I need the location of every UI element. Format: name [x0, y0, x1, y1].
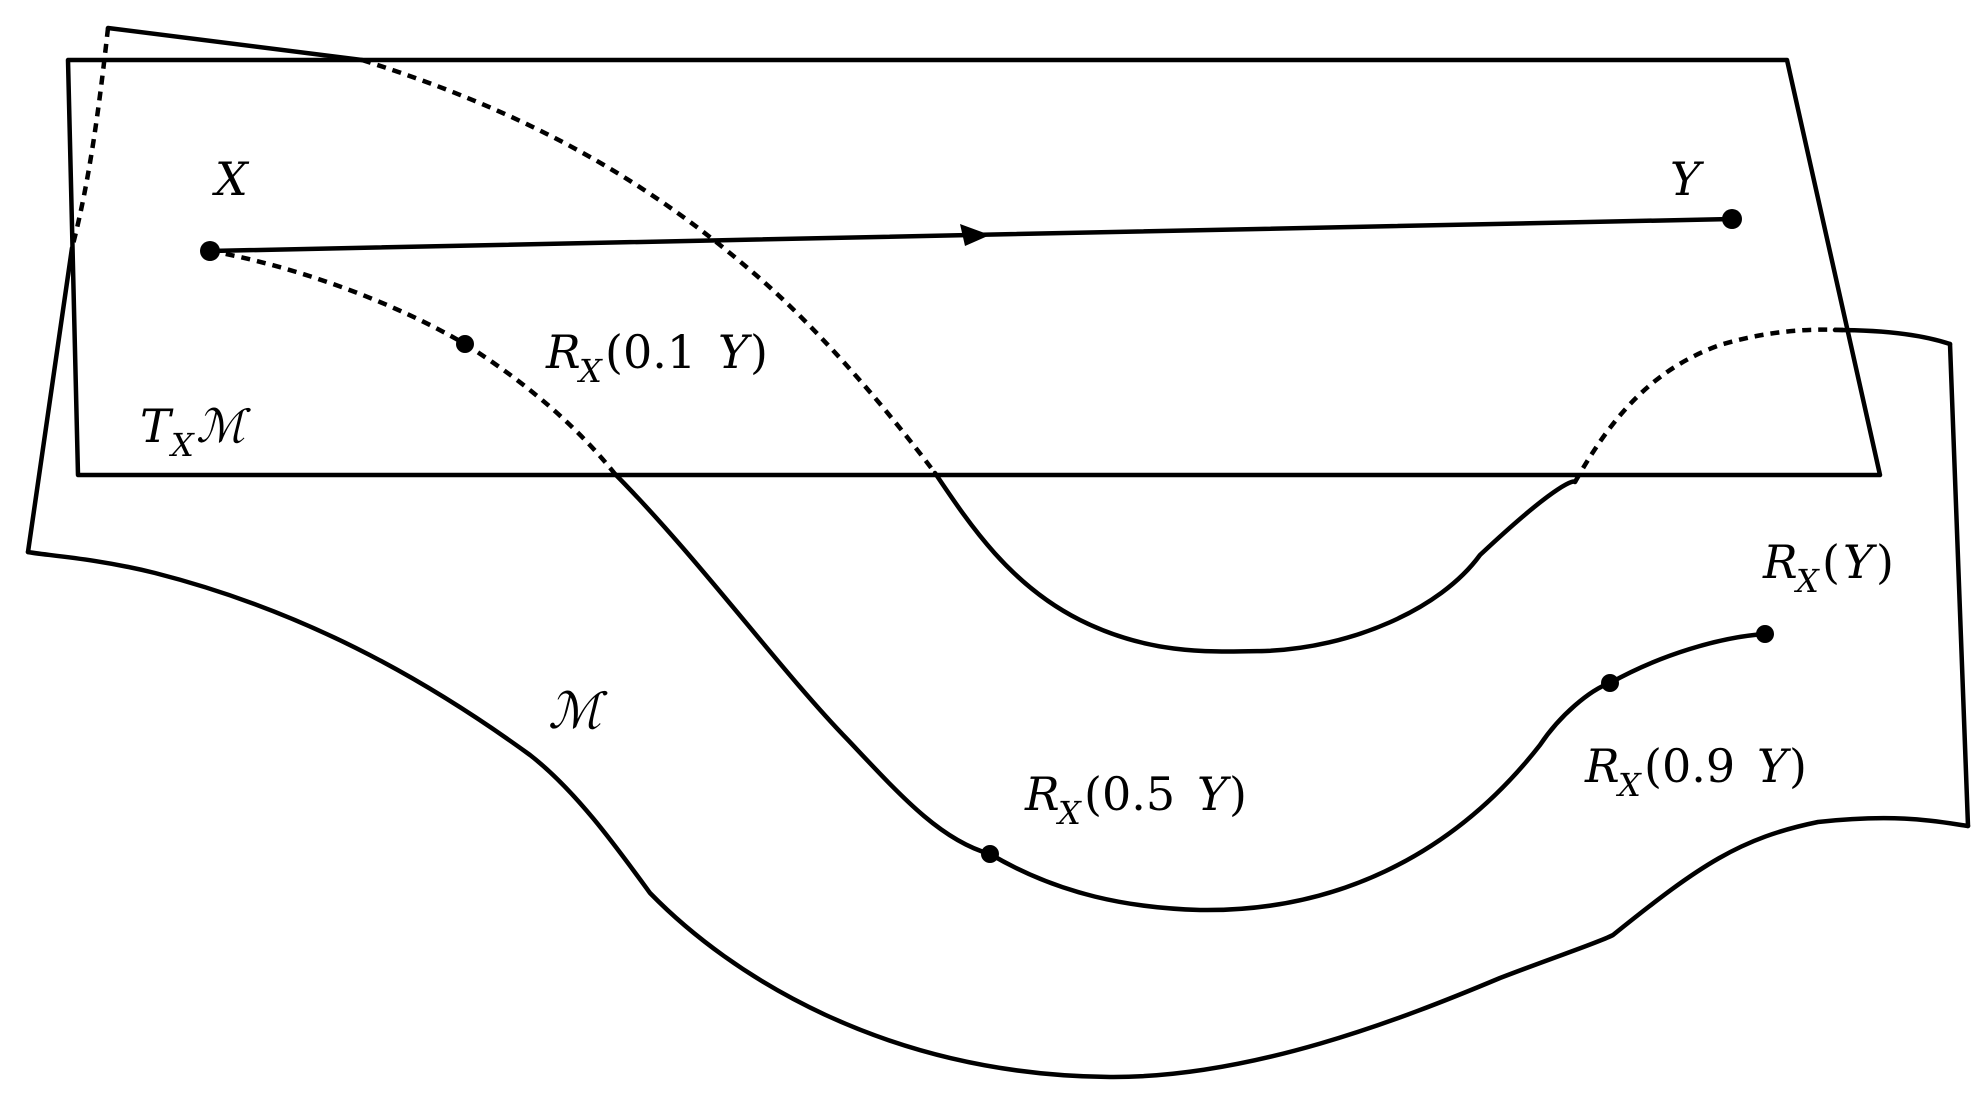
svg-text:): ): [1876, 535, 1894, 589]
manifold-inner-curve: [932, 470, 1578, 654]
manifold-left-edge: [25, 245, 75, 555]
point-r05: [981, 845, 999, 863]
svg-text:(0.1: (0.1: [605, 325, 696, 379]
svg-text:(0.9: (0.9: [1644, 739, 1735, 793]
svg-text:Y: Y: [1197, 767, 1232, 821]
label-r05: R X (0.5 Y ): [1024, 767, 1247, 832]
tangent-vector-arrowhead: [960, 224, 990, 246]
point-r01: [456, 335, 474, 353]
svg-text:R: R: [1024, 767, 1060, 821]
svg-text:): ): [1229, 767, 1247, 821]
svg-text:(0.5: (0.5: [1084, 767, 1175, 821]
point-r09: [1601, 674, 1619, 692]
point-x: [200, 241, 220, 261]
label-y: Y: [1670, 152, 1705, 206]
svg-text:): ): [750, 325, 768, 379]
label-manifold: ℳ: [548, 682, 608, 740]
svg-text:X: X: [576, 352, 603, 390]
manifold-top-edge-hidden: [361, 57, 937, 475]
svg-text:R: R: [1584, 739, 1620, 793]
manifold-left-edge-hidden: [69, 27, 111, 249]
svg-text:T: T: [140, 399, 174, 453]
svg-text:Y: Y: [1757, 739, 1792, 793]
svg-text:Y: Y: [1843, 535, 1878, 589]
svg-text:): ): [1789, 739, 1807, 793]
label-r1: R X ( Y ): [1762, 535, 1894, 600]
svg-text:R: R: [545, 325, 581, 379]
svg-text:R: R: [1762, 535, 1798, 589]
point-r1: [1756, 625, 1774, 643]
svg-text:X: X: [1793, 562, 1820, 600]
point-y: [1722, 209, 1742, 229]
label-tangent-space: T X ℳ: [140, 399, 251, 464]
retraction-curve: [612, 471, 1768, 913]
svg-text:ℳ: ℳ: [196, 399, 251, 453]
label-r09: R X (0.9 Y ): [1584, 739, 1807, 804]
svg-text:X: X: [1055, 794, 1082, 832]
manifold-top-left-edge: [105, 25, 365, 63]
svg-text:X: X: [168, 426, 195, 464]
tangent-plane: [65, 57, 1883, 478]
manifold-bottom-edge: [25, 549, 1971, 1080]
svg-text:Y: Y: [718, 325, 753, 379]
manifold-right-bump-hidden: [1573, 327, 1844, 484]
label-x: X: [212, 152, 250, 206]
svg-text:X: X: [1615, 766, 1642, 804]
label-r01: R X (0.1 Y ): [545, 325, 768, 390]
manifold-right-edge: [1947, 341, 1971, 829]
svg-text:(: (: [1822, 535, 1840, 589]
